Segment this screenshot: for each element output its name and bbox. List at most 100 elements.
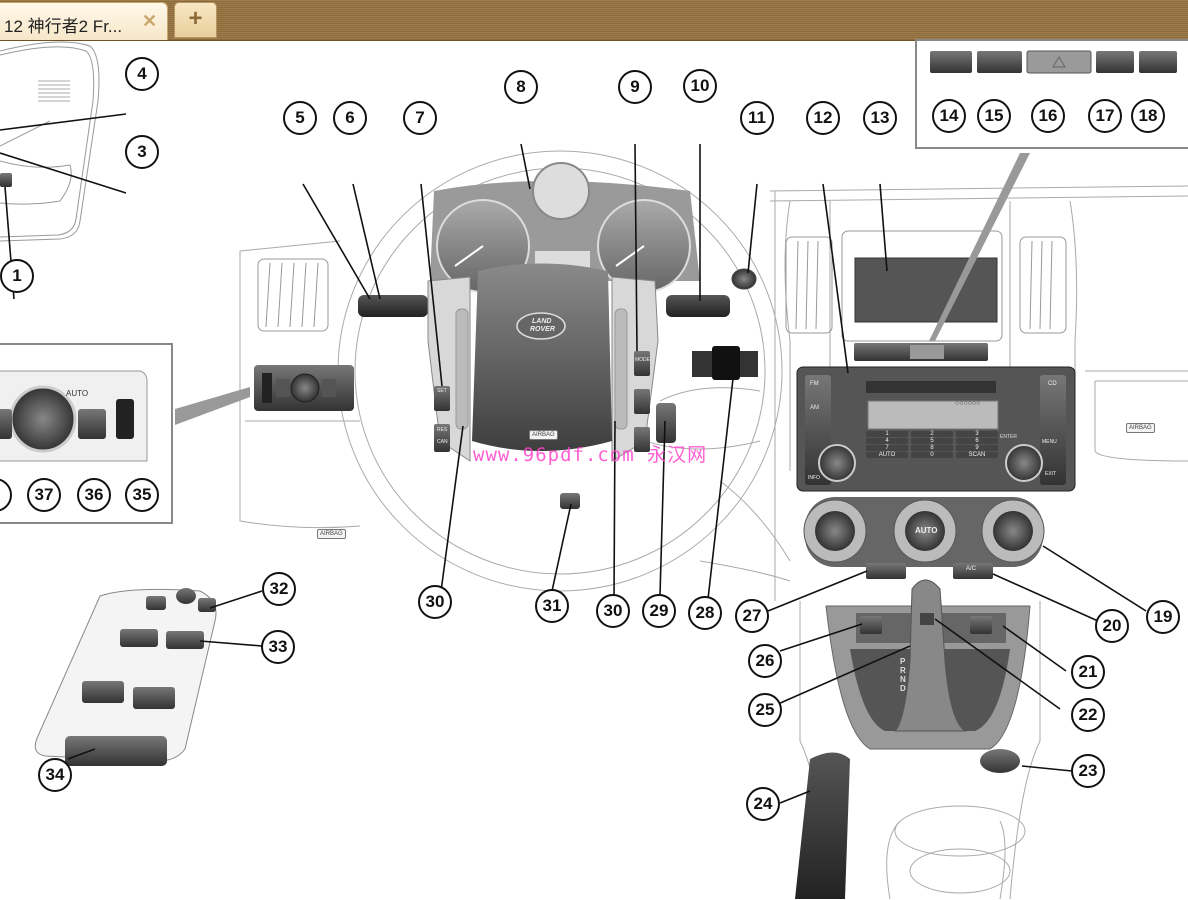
callout-8: 8: [504, 70, 538, 104]
callout-22: 22: [1071, 698, 1105, 732]
callout-16: 16: [1031, 99, 1065, 133]
hazard-switch: [1026, 50, 1092, 74]
preset-button[interactable]: 2: [911, 431, 953, 437]
lighting-auto-label: AUTO: [66, 389, 89, 398]
callout-32: 32: [262, 572, 296, 606]
inset-switch-strip: [930, 50, 1177, 74]
callout-1: 1: [0, 259, 34, 293]
overhead-console: [0, 41, 100, 242]
audio-display: [867, 400, 999, 430]
land-rover-badge: [516, 312, 566, 340]
new-tab-button[interactable]: +: [174, 2, 217, 38]
terrain-response-knob: [980, 749, 1020, 773]
airbag-label-passenger: AIRBAG: [1126, 423, 1155, 433]
left-air-vent: [257, 258, 329, 332]
preset-button[interactable]: 5: [911, 438, 953, 444]
ac-button: [953, 563, 993, 579]
callout-35: 35: [125, 478, 159, 512]
badge-land: LAND: [532, 318, 552, 325]
callout-30-left: 30: [418, 585, 452, 619]
gear-n: N: [900, 675, 906, 684]
callout-5: 5: [283, 101, 317, 135]
callout-33: 33: [261, 630, 295, 664]
callout-21: 21: [1071, 655, 1105, 689]
navigation-screen: [854, 257, 998, 323]
audio-info-label: INFO: [808, 475, 820, 481]
ignition: [731, 268, 757, 290]
callout-34: 34: [38, 758, 72, 792]
watermark-text: www.96pdf.com 永汉网: [473, 444, 708, 466]
callout-24: 24: [746, 787, 780, 821]
callout-26: 26: [748, 644, 782, 678]
scan-button[interactable]: SCAN: [956, 452, 998, 458]
rear-fog-button: [78, 409, 106, 439]
callout-30-right: 30: [596, 594, 630, 628]
gear-selector: [893, 579, 967, 732]
callout-25: 25: [748, 693, 782, 727]
overhead-switch: [0, 173, 12, 187]
preset-button[interactable]: 9: [956, 445, 998, 451]
audio-menu-label: MENU: [1042, 439, 1057, 445]
preset-button[interactable]: 4: [866, 438, 908, 444]
lighting-control-inset-art: [0, 370, 148, 462]
callout-28: 28: [688, 596, 722, 630]
callout-36: 36: [77, 478, 111, 512]
dashboard-outline: [239, 185, 1188, 900]
auto-button[interactable]: AUTO: [866, 452, 908, 458]
callout-13: 13: [863, 101, 897, 135]
gear-positions: P R N D: [900, 657, 910, 693]
callout-37: 37: [27, 478, 61, 512]
dsc-button: [970, 616, 992, 634]
callout-17: 17: [1088, 99, 1122, 133]
preset-button[interactable]: 3: [956, 431, 998, 437]
gear-d: D: [900, 684, 906, 693]
dashboard-diagram: AUTO LAND ROVER AIRBAG AIRBAG AIRBAG MOD…: [0, 39, 1188, 900]
airbag-label-knee: AIRBAG: [317, 529, 346, 539]
climate-ac-label: A/C: [966, 566, 977, 572]
park-distance-switch: [930, 51, 972, 73]
callout-10: 10: [683, 69, 717, 103]
badge-rover: ROVER: [530, 326, 555, 333]
right-stalk: [666, 295, 730, 317]
callout-6: 6: [333, 101, 367, 135]
unlock-switch: [977, 51, 1022, 73]
callout-7: 7: [403, 101, 437, 135]
browser-tab-active[interactable]: 12 神行者2 Fr... ✕: [0, 2, 168, 40]
gear-r: R: [900, 666, 906, 675]
preset-button[interactable]: 8: [911, 445, 953, 451]
preset-button[interactable]: 6: [956, 438, 998, 444]
callout-27: 27: [735, 599, 769, 633]
callout-29: 29: [642, 594, 676, 628]
preset-button[interactable]: 7: [866, 445, 908, 451]
preset-button[interactable]: 1: [866, 431, 908, 437]
preset-button[interactable]: 0: [911, 452, 953, 458]
audio-enter-label: ENTER: [1000, 434, 1017, 440]
hill-descent-button: [860, 616, 882, 634]
lock-switch: [1096, 51, 1134, 73]
left-stalk: [358, 295, 428, 317]
callout-14: 14: [932, 99, 966, 133]
tab-title: 12 神行者2 Fr...: [4, 17, 123, 36]
airbag-label-wheel: AIRBAG: [529, 430, 558, 440]
recirculation-button: [866, 563, 906, 579]
audio-fm-label: FM: [810, 381, 819, 387]
callout-11: 11: [740, 101, 774, 135]
heated-windscreen-switch: [1139, 51, 1177, 73]
center-air-vents: [785, 236, 1067, 334]
callout-3: 3: [125, 135, 159, 169]
callout-20: 20: [1095, 609, 1129, 643]
window-switch-pack: [34, 588, 217, 762]
headlamp-leveling-wheel: [116, 399, 134, 439]
steering-can-label: CAN: [437, 439, 448, 445]
callout-12: 12: [806, 101, 840, 135]
steering-column-adjust: [560, 493, 580, 509]
close-tab-icon[interactable]: ✕: [142, 11, 158, 31]
steering-mode-label: MODE: [635, 357, 650, 363]
audio-keypad: 1 2 3 4 5 6 7 8 9 AUTO 0 SCAN: [866, 431, 998, 458]
diagram-illustration: [0, 41, 1188, 900]
inset-pointer-left: [175, 387, 250, 425]
audio-cd-label: CD: [1048, 381, 1057, 387]
steering-res-label: RES: [437, 427, 448, 433]
steering-wheel-hub: [472, 263, 612, 451]
center-gauges: [532, 162, 590, 220]
